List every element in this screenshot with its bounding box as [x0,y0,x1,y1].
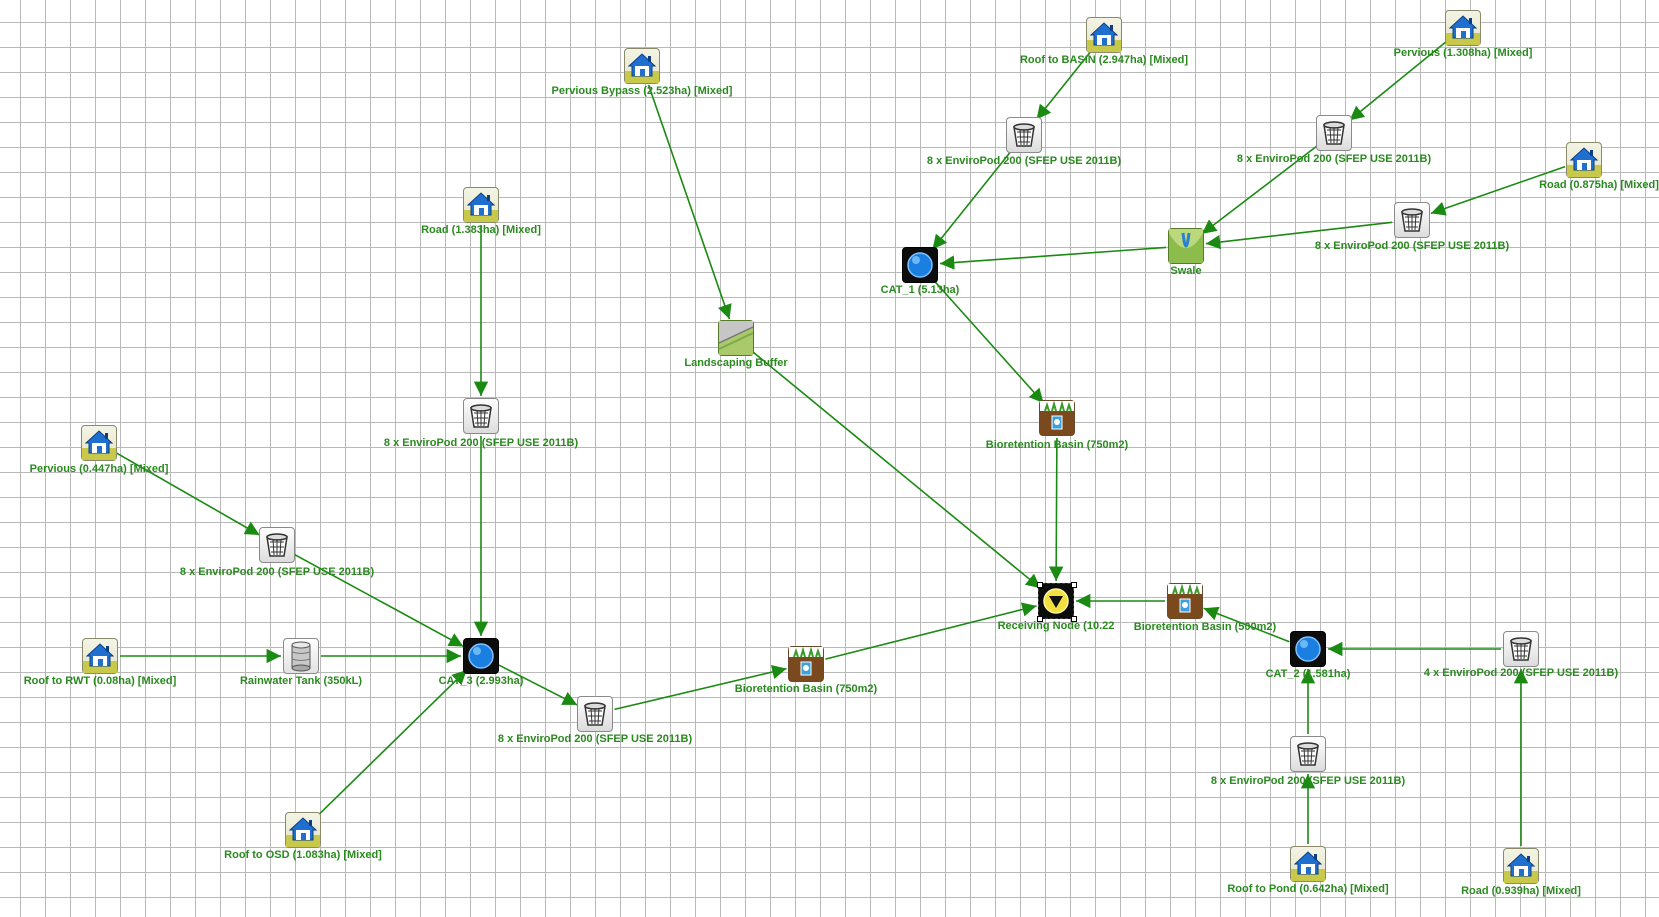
flow-connection[interactable] [1035,50,1093,120]
selection-handle[interactable] [1037,582,1043,588]
trash-bin-icon[interactable] [1006,117,1042,153]
selection-handle[interactable] [1071,582,1077,588]
flow-connection[interactable] [931,150,1013,250]
node-label: Roof to OSD (1.083ha) [Mixed] [224,849,382,861]
flow-connection[interactable] [932,279,1045,404]
house-icon[interactable] [285,812,321,848]
selection-handle[interactable] [1037,616,1043,622]
flow-connection[interactable] [1430,165,1566,216]
house-icon[interactable] [1503,848,1539,884]
node-label: Road (0.939ha) [Mixed] [1461,885,1581,897]
trash-bin-icon[interactable] [1316,115,1352,151]
flow-connection[interactable] [316,669,468,817]
flow-connection[interactable] [115,452,261,536]
house-icon[interactable] [1290,846,1326,882]
bioretention-icon[interactable] [788,646,824,682]
flow-connection[interactable] [750,350,1042,589]
flow-connection[interactable] [647,84,732,320]
trash-bin-icon[interactable] [1503,631,1539,667]
node-label: Bioretention Basin (500m2) [1133,621,1277,633]
node-label: Roof to RWT (0.08ha) [Mixed] [23,675,177,687]
node-label: CAT_3 (2.993ha) [438,675,524,687]
flow-connection[interactable] [1048,437,1064,582]
node-label: Rainwater Tank (350kL) [239,675,363,687]
node-label: 8 x EnviroPod 200 (SFEP USE 2011B) [497,733,693,745]
swale-icon[interactable] [1168,228,1204,264]
node-label: Roof to Pond (0.642ha) [Mixed] [1227,883,1389,895]
node-label: 8 x EnviroPod 200 (SFEP USE 2011B) [383,437,579,449]
house-icon[interactable] [1086,17,1122,53]
receiving-node-icon[interactable] [1038,583,1074,619]
flow-connection[interactable] [825,602,1037,660]
node-label: Road (1.383ha) [Mixed] [421,224,541,236]
house-icon[interactable] [463,187,499,223]
node-label: 8 x EnviroPod 200 (SFEP USE 2011B) [1210,775,1406,787]
node-label: Bioretention Basin (750m2) [985,439,1129,451]
flow-connection[interactable] [1201,144,1319,235]
node-label: 8 x EnviroPod 200 (SFEP USE 2011B) [179,566,375,578]
catchment-node-icon[interactable] [902,247,938,283]
node-label: 8 x EnviroPod 200 (SFEP USE 2011B) [926,155,1122,167]
trash-bin-icon[interactable] [577,696,613,732]
node-label: Pervious (0.447ha) [Mixed] [29,463,169,475]
house-icon[interactable] [624,48,660,84]
house-icon[interactable] [1566,142,1602,178]
trash-bin-icon[interactable] [1394,202,1430,238]
node-label: 8 x EnviroPod 200 (SFEP USE 2011B) [1236,153,1432,165]
node-label: Bioretention Basin (750m2) [734,683,878,695]
flow-connection[interactable] [1349,40,1448,121]
node-label: Landscaping Buffer [684,357,788,369]
node-label: Pervious Bypass (2.523ha) [Mixed] [551,85,733,97]
node-label: Receiving Node (10.22 [997,620,1115,632]
node-label: Swale [1170,265,1202,277]
catchment-node-icon[interactable] [1290,631,1326,667]
house-icon[interactable] [82,638,118,674]
trash-bin-icon[interactable] [1290,736,1326,772]
rainwater-tank-icon[interactable] [283,638,319,674]
flow-connection[interactable] [939,246,1167,270]
node-label: CAT_1 (5.13ha) [880,284,960,296]
flow-connection[interactable] [498,664,578,706]
bioretention-icon[interactable] [1167,583,1203,619]
node-label: 4 x EnviroPod 200 (SFEP USE 2011B) [1423,667,1619,679]
trash-bin-icon[interactable] [259,527,295,563]
flow-connection[interactable] [294,553,464,648]
flow-connection[interactable] [614,664,787,711]
selection-handle[interactable] [1071,616,1077,622]
trash-bin-icon[interactable] [463,398,499,434]
node-label: Pervious (1.308ha) [Mixed] [1393,47,1533,59]
node-label: CAT_2 (1.581ha) [1265,668,1351,680]
house-icon[interactable] [1445,10,1481,46]
node-label: 8 x EnviroPod 200 (SFEP USE 2011B) [1314,240,1510,252]
landscaping-buffer-icon[interactable] [718,320,754,356]
bioretention-icon[interactable] [1039,400,1075,436]
catchment-node-icon[interactable] [463,638,499,674]
flow-connection[interactable] [1203,606,1290,643]
node-label: Road (0.875ha) [Mixed] [1539,179,1659,191]
flow-connection[interactable] [1205,221,1393,250]
house-icon[interactable] [81,425,117,461]
node-label: Roof to BASIN (2.947ha) [Mixed] [1019,54,1189,66]
